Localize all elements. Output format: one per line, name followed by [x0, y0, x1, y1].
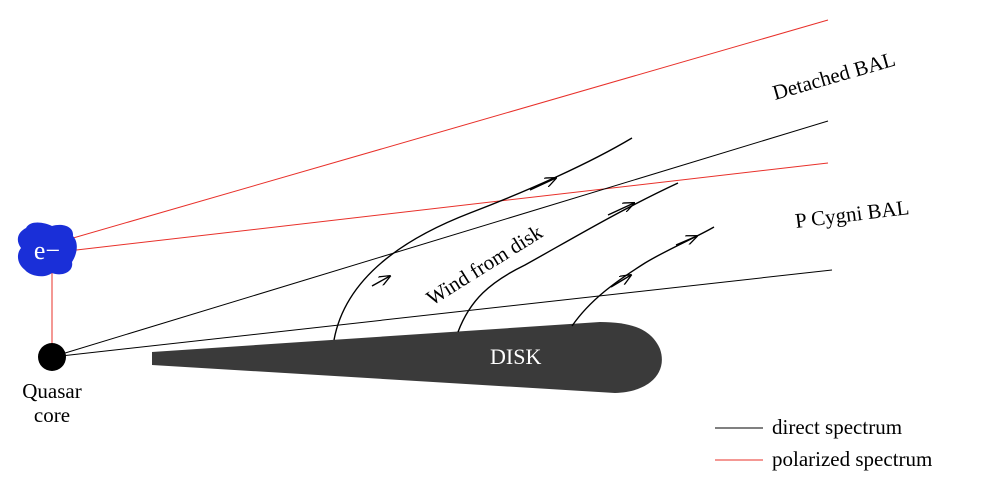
quasar-core-dot: [38, 343, 66, 371]
electron-cloud: [17, 222, 77, 277]
quasar-core-label-line2: core: [34, 403, 70, 427]
wind-streamline-3: [571, 226, 715, 327]
direct-ray-lower: [51, 269, 833, 358]
wind-from-disk-label: Wind from disk: [422, 220, 547, 311]
wind-arrow-1b: [529, 178, 556, 191]
direct-ray-upper: [51, 120, 829, 358]
wind-arrow-3b: [675, 236, 697, 246]
polarized-ray-upper: [41, 19, 829, 248]
legend-direct-label: direct spectrum: [772, 415, 902, 439]
wind-arrow-2: [607, 203, 634, 216]
disk-label: DISK: [490, 344, 541, 369]
wind-arrow-1a: [371, 276, 390, 287]
polarized-ray-lower: [41, 162, 829, 255]
quasar-core-label-line1: Quasar: [22, 379, 81, 403]
detached-bal-label: Detached BAL: [770, 47, 898, 105]
legend-polarized-label: polarized spectrum: [772, 447, 932, 471]
wind-arrow-3a: [610, 275, 631, 288]
wind-streamline-1: [333, 137, 633, 341]
legend: direct spectrum polarized spectrum: [715, 415, 932, 471]
accretion-disk: [152, 322, 662, 393]
electron-label: e−: [34, 236, 60, 265]
p-cygni-bal-label: P Cygni BAL: [794, 195, 911, 233]
